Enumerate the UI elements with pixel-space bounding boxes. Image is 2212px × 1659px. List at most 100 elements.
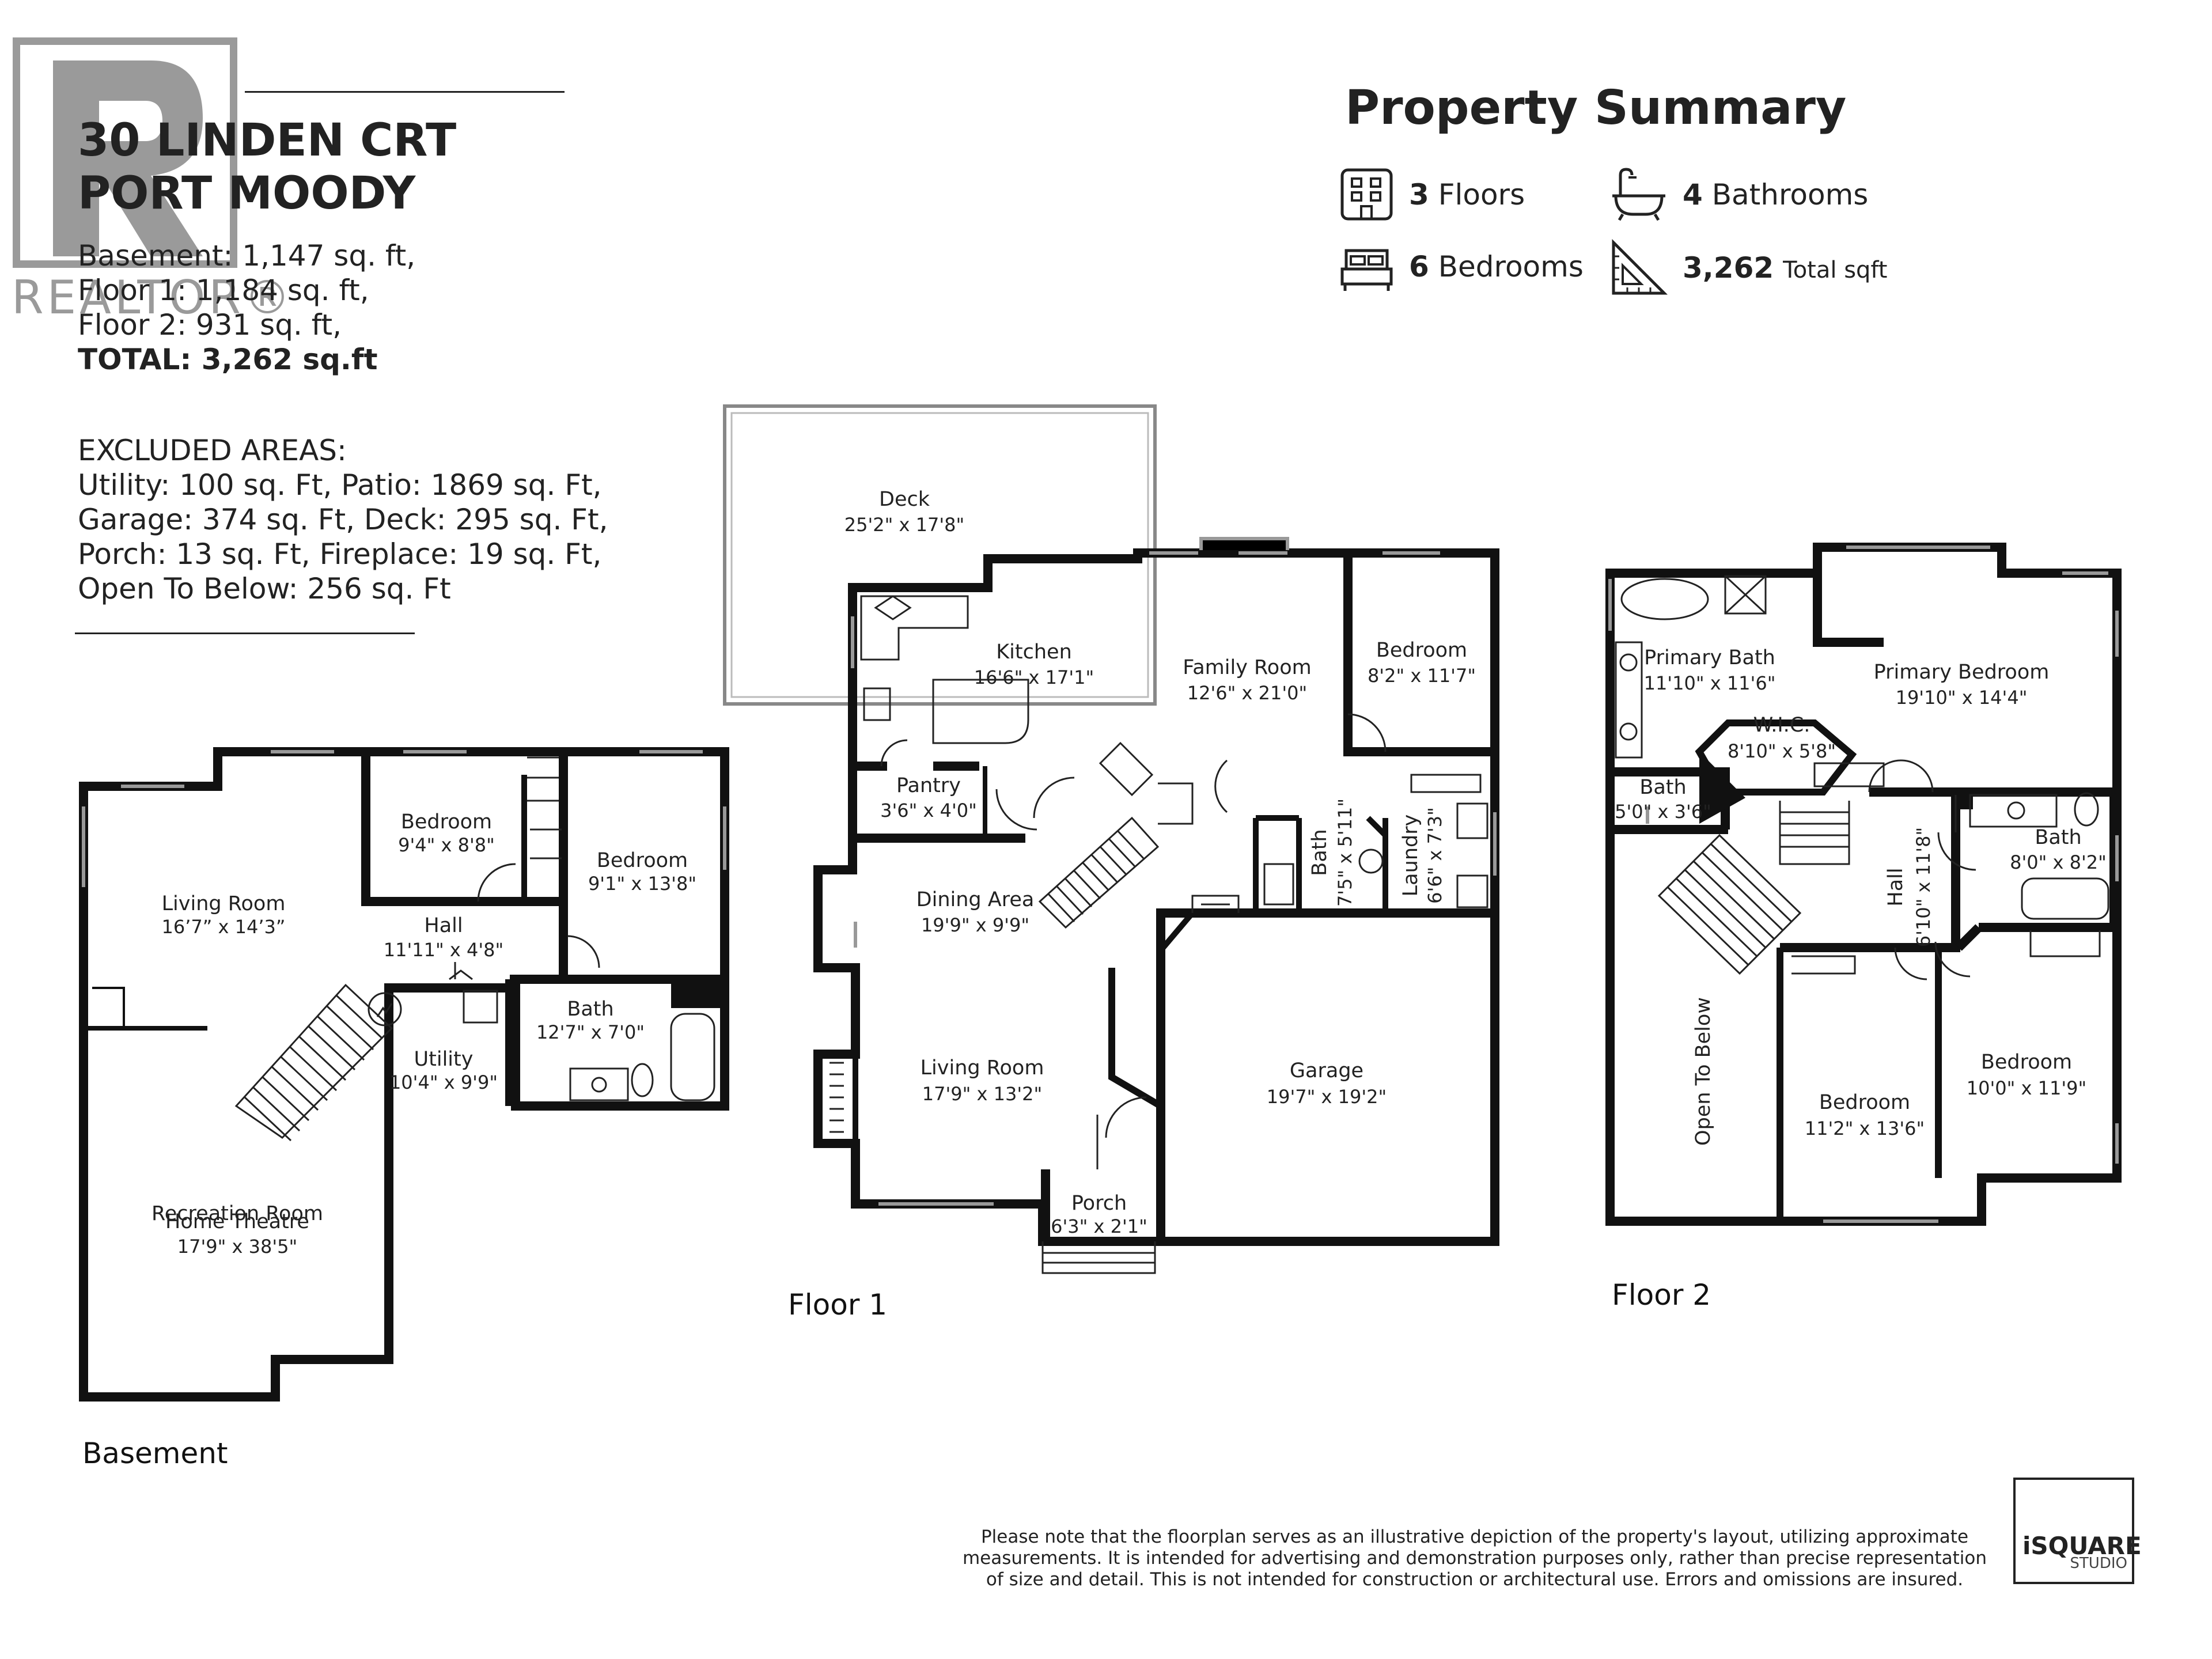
room-name: Dining Area — [916, 888, 1035, 911]
column — [671, 979, 720, 1008]
room-name: Bedroom — [1819, 1091, 1910, 1114]
room-name: Open To Below — [1692, 997, 1715, 1146]
floor-label: Floor 1 — [788, 1288, 887, 1321]
room-name: Porch — [1071, 1192, 1127, 1215]
room-name: Living Room — [162, 892, 286, 915]
studio-subtitle: STUDIO — [2070, 1555, 2127, 1572]
summary-floors: 3 Floors — [1339, 167, 1525, 222]
bedrooms-count: 6 — [1409, 249, 1429, 283]
room-dim: 19'7" x 19'2" — [1267, 1086, 1387, 1108]
summary-bathrooms: 4 Bathrooms — [1610, 167, 1868, 222]
studio-name: iSQUARE — [2022, 1532, 2142, 1560]
floor-label: Floor 2 — [1612, 1278, 1711, 1312]
realtor-logo-icon — [13, 37, 237, 268]
bed-icon — [1340, 249, 1393, 291]
room-name: W.I.C. — [1753, 714, 1810, 737]
header-rule-top — [245, 91, 565, 93]
area-basement: Basement: 1,147 sq. ft, — [78, 239, 416, 272]
basement-plan — [79, 747, 729, 1402]
room-name: Garage — [1290, 1059, 1363, 1082]
floors-icon — [1340, 168, 1393, 221]
room-name: Home Theatre — [165, 1210, 309, 1233]
room-name: Living Room — [921, 1056, 1044, 1080]
room-dim: 8'0" x 8'2" — [2010, 851, 2107, 873]
room-name: Laundry — [1399, 815, 1422, 897]
floor2-stairs — [1657, 801, 1850, 975]
room-dim: 6'6" x 7'3" — [1424, 807, 1446, 904]
room-dim: 12'7" x 7'0" — [536, 1021, 645, 1043]
room-dim: 10'0" x 11'9" — [1967, 1077, 2086, 1099]
area-total: TOTAL: 3,262 sq.ft — [78, 343, 378, 376]
room-name: Kitchen — [996, 641, 1072, 664]
room-dim: 19'10" x 14'4" — [1896, 687, 2028, 709]
room-dim: 25'2" x 17'8" — [844, 514, 964, 536]
summary-bedrooms: 6 Bedrooms — [1339, 239, 1584, 294]
room-dim: 10'4" x 9'9" — [389, 1071, 498, 1093]
excluded-line: Porch: 13 sq. Ft, Fireplace: 19 sq. Ft, — [78, 537, 602, 571]
room-name: Bedroom — [1376, 639, 1467, 662]
floor1-plan — [723, 404, 1499, 1274]
area-block: Basement: 1,147 sq. ft, Floor 1: 1,184 s… — [78, 238, 415, 377]
room-name: Recreation Room — [151, 1202, 323, 1225]
address-line-1: 30 LINDEN CRT — [78, 115, 457, 166]
floors-count: 3 — [1409, 177, 1429, 211]
room-name: Bedroom — [1981, 1051, 2072, 1074]
room-name: Bath — [567, 998, 613, 1021]
area-floor1: Floor 1: 1,184 sq. ft, — [78, 274, 369, 307]
room-dim: 6'10" x 11'8" — [1912, 827, 1934, 947]
room-dim: 7'5" x 5'11" — [1334, 798, 1356, 907]
room-dim: 19'9" x 9'9" — [921, 914, 1029, 936]
room-name: Deck — [879, 488, 930, 511]
isquare-studio-logo: iSQUARE STUDIO — [2013, 1478, 2142, 1584]
room-dim: 3'6" x 4'0" — [880, 800, 977, 821]
room-dim: 9'1" x 13'8" — [588, 873, 696, 895]
room-dim: 17'9" x 13'2" — [922, 1083, 1042, 1105]
room-dim: 11'11" x 4'8" — [384, 939, 503, 961]
ruler-icon — [1612, 239, 1668, 295]
realtor-watermark: REALTOR® — [12, 271, 294, 324]
room-dim: 17'9" x 38'5" — [177, 1236, 297, 1257]
room-dim: 12'6" x 21'0" — [1187, 682, 1307, 704]
room-name: Pantry — [896, 774, 961, 797]
wall-wedge — [1699, 752, 1745, 824]
room-dim: 11'10" x 11'6" — [1644, 672, 1776, 694]
floor2-plan — [1605, 543, 2122, 1226]
bathtub-icon — [1612, 168, 1665, 221]
area-floor2: Floor 2: 931 sq. ft, — [78, 308, 342, 342]
room-dim: 5'0" x 3'6" — [1615, 801, 1711, 823]
room-dim: 16'6" x 17'1" — [974, 666, 1094, 688]
room-dim: 16’7” x 14’3” — [162, 916, 286, 938]
excluded-block: EXCLUDED AREAS: Utility: 100 sq. Ft, Pat… — [78, 433, 608, 606]
summary-title: Property Summary — [1345, 81, 1847, 135]
excluded-line: Utility: 100 sq. Ft, Patio: 1869 sq. Ft, — [78, 468, 602, 502]
room-name: Family Room — [1183, 656, 1311, 679]
room-name: Primary Bedroom — [1874, 661, 2050, 684]
room-name: Bath — [1308, 829, 1331, 876]
floor1-stairs — [1038, 741, 1194, 929]
disclaimer-text: Please note that the floorplan serves as… — [962, 1527, 1987, 1590]
bedrooms-label: Bedrooms — [1438, 249, 1584, 283]
room-dim: 8'2" x 11'7" — [1368, 665, 1476, 687]
sqft-label: Total sqft — [1783, 257, 1888, 283]
excluded-line: Garage: 374 sq. Ft, Deck: 295 sq. Ft, — [78, 503, 608, 536]
excluded-line: Open To Below: 256 sq. Ft — [78, 572, 451, 605]
summary-sqft: 3,262 Total sqft — [1610, 239, 1888, 297]
room-dim: 8'10" x 5'8" — [1728, 740, 1836, 762]
room-name: Hall — [1884, 868, 1907, 906]
room-name: Bedroom — [597, 849, 688, 872]
floor-label: Basement — [82, 1437, 228, 1470]
room-name: Bath — [1639, 776, 1686, 799]
room-name: Hall — [424, 914, 463, 937]
room-dim: 9'4" x 8'8" — [398, 834, 495, 856]
room-name: Bedroom — [401, 810, 492, 834]
sqft-count: 3,262 — [1683, 251, 1774, 285]
room-dim: 6'3" x 2'1" — [1051, 1215, 1147, 1237]
basement-stairs — [234, 983, 393, 1142]
room-dim: 11'2" x 13'6" — [1805, 1118, 1925, 1139]
room-name: Bath — [2035, 826, 2081, 849]
address-line-2: PORT MOODY — [78, 168, 416, 219]
room-name: Primary Bath — [1644, 646, 1775, 669]
header-rule-bottom — [75, 632, 415, 634]
address-block: 30 LINDEN CRT PORT MOODY — [78, 114, 456, 220]
